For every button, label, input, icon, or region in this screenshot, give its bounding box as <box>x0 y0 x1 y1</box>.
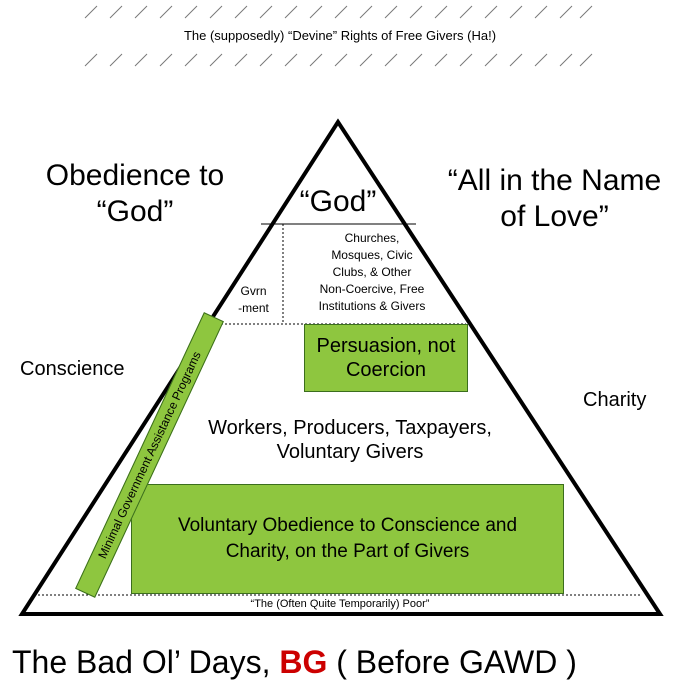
poor-label: “The (Often Quite Temporarily) Poor” <box>250 598 430 610</box>
footer-title: The Bad Ol’ Days, BG ( Before GAWD ) <box>12 642 577 682</box>
conscience-label: Conscience <box>20 358 125 380</box>
workers-line-2: Voluntary Givers <box>276 441 424 463</box>
persuasion-box: Persuasion, not Coercion <box>304 324 468 392</box>
footer-bg-highlight: BG <box>279 644 328 680</box>
workers-line-1: Workers, Producers, Taxpayers, <box>208 417 492 439</box>
churches-line-2: Mosques, Civic <box>331 248 413 262</box>
government-text: Gvrn -ment <box>231 283 276 317</box>
love-line-1: “All in the Name <box>447 164 662 197</box>
persuasion-line-2: Coercion <box>345 359 427 381</box>
love-line-2: of Love” <box>500 200 609 233</box>
obedience-line-1: Obedience to <box>45 159 225 192</box>
love-label: “All in the Name of Love” <box>432 163 677 235</box>
churches-line-3: Clubs, & Other <box>332 265 412 279</box>
government-line-2: -ment <box>238 301 269 315</box>
obedience-label: Obedience to “God” <box>30 158 240 230</box>
footer-prefix: The Bad Ol’ Days, <box>12 644 280 680</box>
voluntary-line-2: Charity, on the Part of Givers <box>225 541 470 562</box>
workers-text: Workers, Producers, Taxpayers, Voluntary… <box>160 416 540 464</box>
footer-suffix: ( Before GAWD ) <box>327 644 577 680</box>
title-hash-bottom <box>84 53 593 67</box>
churches-line-5: Institutions & Givers <box>318 299 426 313</box>
title-hash-top <box>84 5 593 19</box>
header-title: The (supposedly) “Devine” Rights of Free… <box>183 28 497 43</box>
churches-line-1: Churches, <box>344 231 400 245</box>
voluntary-line-1: Voluntary Obedience to Conscience and <box>177 515 518 536</box>
churches-line-4: Non-Coercive, Free <box>319 282 425 296</box>
apex-god-label: “God” <box>299 185 377 218</box>
churches-text: Churches, Mosques, Civic Clubs, & Other … <box>287 230 457 315</box>
persuasion-line-1: Persuasion, not <box>316 335 456 357</box>
charity-label: Charity <box>583 389 647 411</box>
obedience-line-2: “God” <box>96 195 174 228</box>
voluntary-obedience-box: Voluntary Obedience to Conscience and Ch… <box>131 484 564 594</box>
government-line-1: Gvrn <box>240 284 267 298</box>
